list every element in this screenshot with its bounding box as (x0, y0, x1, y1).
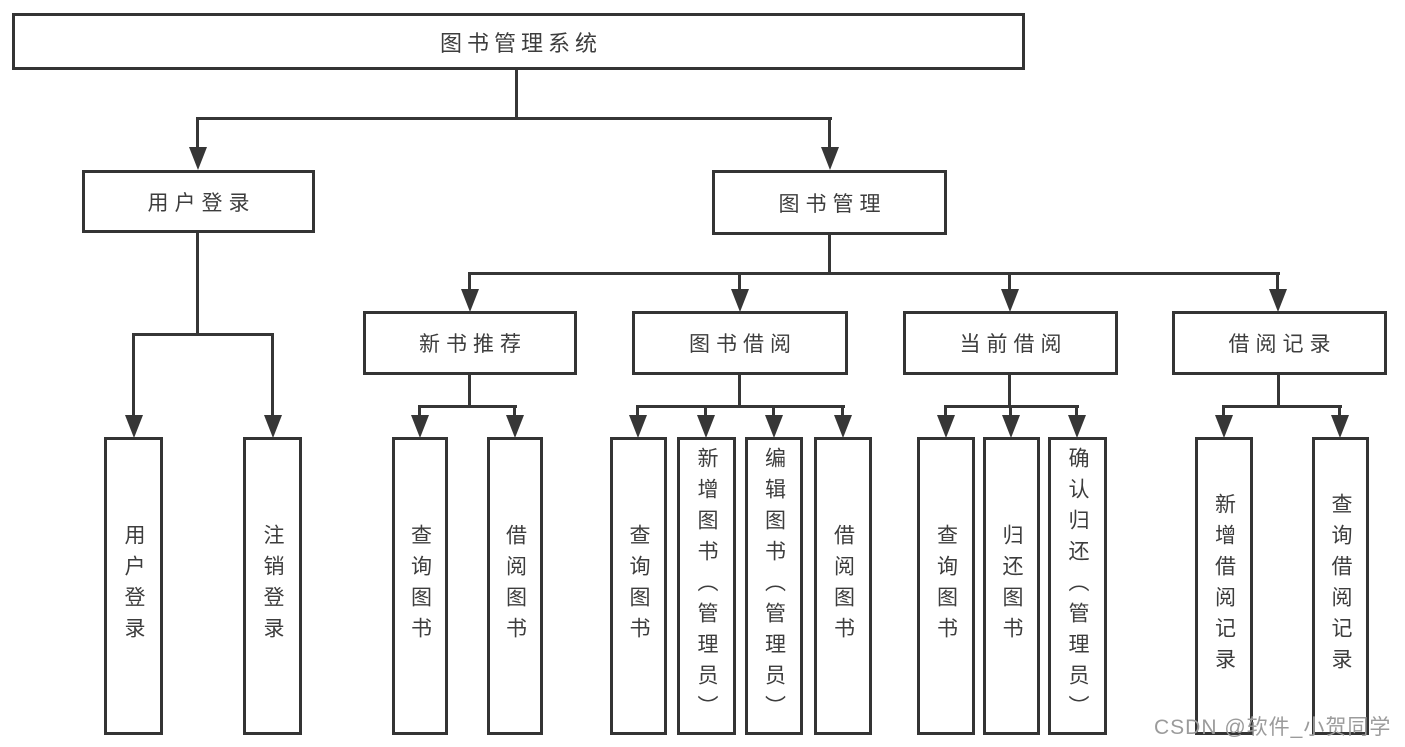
leaf-query-books-recommend: 查询图书 (392, 437, 448, 735)
connector-level3-bar (469, 272, 1280, 275)
node-book-borrowing-label: 图书借阅 (689, 333, 797, 356)
leaf-query-borrow-record: 查询借阅记录 (1312, 437, 1369, 735)
leaf-user-login-label: 用户登录 (122, 524, 145, 648)
arrowhead-down-icon (937, 415, 955, 438)
node-current-borrowing-label: 当前借阅 (959, 333, 1068, 356)
connector-new-book-bar (418, 405, 517, 408)
node-library-management-system-label: 图书管理系统 (439, 30, 602, 56)
arrowhead-down-icon (629, 415, 647, 438)
connector-leaf-drop (1075, 405, 1078, 418)
connector-level3-drop (1276, 272, 1279, 292)
connector-level3-drop (1008, 272, 1011, 292)
arrowhead-down-icon (264, 415, 282, 438)
node-new-book-recommendation: 新书推荐 (363, 311, 577, 375)
arrowhead-down-icon (834, 415, 852, 438)
node-current-borrowing: 当前借阅 (903, 311, 1118, 375)
arrowhead-down-icon (1002, 415, 1020, 438)
connector-leaf-drop (704, 405, 707, 418)
connector-leaf-drop (418, 405, 421, 418)
connector-book-borrow-bar (636, 405, 845, 408)
connector-leaf-drop (772, 405, 775, 418)
connector-book-borrow-stem (738, 375, 741, 407)
connector-leaf-drop (513, 405, 516, 418)
leaf-query-books-current-label: 查询图书 (934, 524, 958, 648)
node-book-management-label: 图书管理 (778, 192, 887, 216)
arrowhead-down-icon (731, 289, 749, 312)
connector-leaf-drop (1222, 405, 1225, 418)
connector-root-bar (197, 117, 832, 120)
leaf-add-books-admin-label: 新增图书（管理员） (695, 446, 718, 726)
leaf-confirm-return-admin-label: 确认归还（管理员） (1066, 446, 1089, 726)
arrowhead-down-icon (461, 289, 479, 312)
arrowhead-down-icon (411, 415, 429, 438)
connector-user-login-stem (196, 233, 199, 336)
arrowhead-down-icon (765, 415, 783, 438)
node-book-management: 图书管理 (712, 170, 947, 235)
connector-book-mgmt-drop (828, 117, 831, 151)
node-new-book-recommendation-label: 新书推荐 (419, 333, 527, 356)
leaf-return-books: 归还图书 (983, 437, 1040, 735)
arrowhead-down-icon (1001, 289, 1019, 312)
leaf-query-books-borrow: 查询图书 (610, 437, 667, 735)
arrowhead-down-icon (697, 415, 715, 438)
node-user-login: 用户登录 (82, 170, 315, 233)
arrowhead-down-icon (1068, 415, 1086, 438)
connector-user-login-drop (196, 117, 199, 151)
arrowhead-down-icon (1331, 415, 1349, 438)
leaf-query-books-borrow-label: 查询图书 (627, 524, 650, 648)
connector-level3-drop (468, 272, 471, 292)
node-library-management-system: 图书管理系统 (12, 13, 1025, 70)
arrowhead-down-icon (1215, 415, 1233, 438)
leaf-borrow-books-recommend: 借阅图书 (487, 437, 543, 735)
leaf-logout: 注销登录 (243, 437, 302, 735)
csdn-watermark: CSDN @软件_小贺同学 (1154, 716, 1392, 739)
node-borrowing-records: 借阅记录 (1172, 311, 1387, 375)
leaf-query-borrow-record-label: 查询借阅记录 (1329, 493, 1352, 679)
arrowhead-down-icon (506, 415, 524, 438)
leaf-confirm-return-admin: 确认归还（管理员） (1048, 437, 1107, 735)
connector-current-borrow-stem (1008, 375, 1011, 407)
connector-leaf-drop (132, 333, 135, 417)
connector-user-login-bar (132, 333, 274, 336)
connector-leaf-drop (944, 405, 947, 418)
leaf-add-books-admin: 新增图书（管理员） (677, 437, 736, 735)
leaf-edit-books-admin-label: 编辑图书（管理员） (762, 446, 786, 726)
arrowhead-down-icon (1269, 289, 1287, 312)
leaf-add-borrow-record-label: 新增借阅记录 (1212, 493, 1236, 679)
leaf-user-login: 用户登录 (104, 437, 163, 735)
connector-leaf-drop (1338, 405, 1341, 418)
arrowhead-down-icon (189, 147, 207, 170)
leaf-edit-books-admin: 编辑图书（管理员） (745, 437, 803, 735)
leaf-borrow-books-recommend-label: 借阅图书 (503, 524, 527, 648)
arrowhead-down-icon (821, 147, 839, 170)
connector-level3-drop (738, 272, 741, 292)
connector-leaf-drop (841, 405, 844, 418)
leaf-query-books-recommend-label: 查询图书 (408, 524, 432, 648)
leaf-borrow-books: 借阅图书 (814, 437, 872, 735)
leaf-return-books-label: 归还图书 (1000, 524, 1023, 648)
connector-book-mgmt-stem (828, 235, 831, 275)
connector-records-bar (1222, 405, 1342, 408)
leaf-logout-label: 注销登录 (261, 524, 284, 648)
leaf-add-borrow-record: 新增借阅记录 (1195, 437, 1253, 735)
node-book-borrowing: 图书借阅 (632, 311, 848, 375)
node-borrowing-records-label: 借阅记录 (1228, 333, 1337, 356)
connector-new-book-stem (468, 375, 471, 407)
arrowhead-down-icon (125, 415, 143, 438)
connector-root-stem (515, 70, 518, 120)
leaf-borrow-books-label: 借阅图书 (831, 524, 855, 648)
leaf-query-books-current: 查询图书 (917, 437, 975, 735)
node-user-login-label: 用户登录 (147, 191, 256, 215)
connector-records-stem (1277, 375, 1280, 407)
connector-leaf-drop (1009, 405, 1012, 418)
connector-leaf-drop (271, 333, 274, 417)
connector-leaf-drop (636, 405, 639, 418)
